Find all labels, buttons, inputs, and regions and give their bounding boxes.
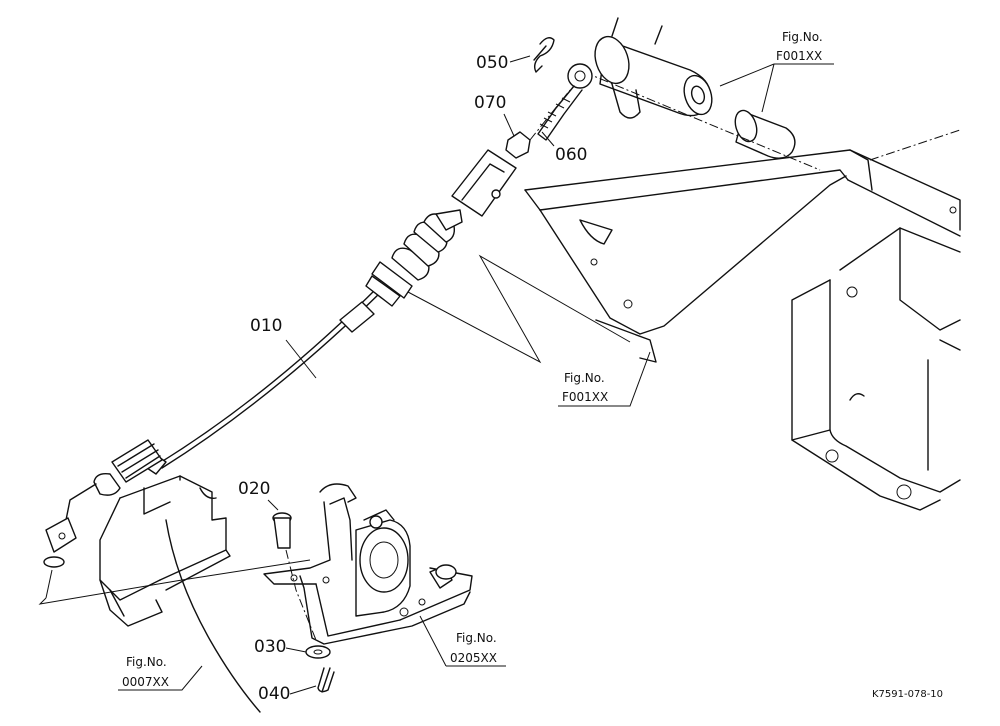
part-label-050: 050 xyxy=(476,53,508,73)
part-label-040: 040 xyxy=(258,684,290,704)
centerline-top xyxy=(583,71,821,171)
fig-ref-mid-right: Fig.No. F001XX xyxy=(558,351,651,407)
fig-ref-lower-left: Fig.No. 0007XX xyxy=(118,655,203,691)
part-label-070: 070 xyxy=(474,93,506,113)
pivot-drum xyxy=(355,509,411,617)
fender-outline xyxy=(165,519,261,713)
lock-nut xyxy=(505,131,531,159)
fig-ref-mid-right-line1: Fig.No. xyxy=(564,371,605,385)
washer xyxy=(305,645,331,659)
pedal-frame xyxy=(524,129,961,511)
fig-ref-lower-left-line2: 0007XX xyxy=(122,675,169,689)
snap-pin xyxy=(533,37,555,73)
rod-end xyxy=(537,63,593,141)
fig-ref-lower-center-line2: 0205XX xyxy=(450,651,497,665)
fig-ref-top-right-line2: F001XX xyxy=(776,49,822,63)
cotter-pin xyxy=(317,667,335,693)
fig-ref-lower-center-line1: Fig.No. xyxy=(456,631,497,645)
pedal-arm-assembly xyxy=(263,483,473,645)
pivot-shaft xyxy=(594,17,713,119)
part-label-060: 060 xyxy=(555,145,587,165)
fig-ref-mid-right-line2: F001XX xyxy=(562,390,608,404)
rubber-boot xyxy=(391,209,463,281)
bushing xyxy=(734,109,796,159)
clevis xyxy=(451,149,517,217)
cable-bracket xyxy=(99,475,231,627)
drawing-code: K7591-078-10 xyxy=(872,689,943,700)
clutch-cable xyxy=(43,149,517,568)
fig-ref-lower-left-line1: Fig.No. xyxy=(126,655,167,669)
fig-ref-top-right: Fig.No. F001XX xyxy=(719,30,834,113)
stop-bolt xyxy=(429,564,457,589)
fig-ref-lower-center: Fig.No. 0205XX xyxy=(419,615,506,667)
centerline-rod xyxy=(529,89,571,141)
cable-end-fitting xyxy=(365,261,413,307)
guide-lines xyxy=(407,254,631,364)
part-label-030: 030 xyxy=(254,637,286,657)
lower-cable-end xyxy=(43,439,167,568)
fig-ref-top-right-line1: Fig.No. xyxy=(782,30,823,44)
part-label-010: 010 xyxy=(250,316,282,336)
part-label-020: 020 xyxy=(238,479,270,499)
